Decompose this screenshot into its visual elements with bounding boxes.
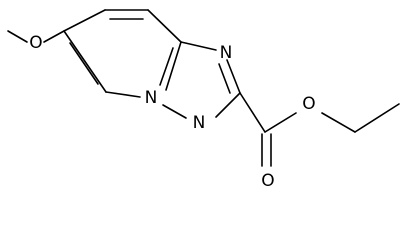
bond-c8a-n3 [180,41,217,51]
bond-ester-oxygen-ethyl [321,112,356,133]
atom-label-n-bridge: N [145,88,158,108]
bond-c2-carbonyl [239,92,266,133]
bond-ethyl [354,103,400,133]
molecule-drawing: O N N N O O [7,9,400,191]
bond-c5-c6 [63,30,107,93]
bond-c6-c7 [63,9,106,32]
bond-n1-c5 [105,91,141,98]
atom-label-o-carbonyl: O [261,171,274,191]
bond-n2-n1 [162,104,187,119]
bond-c8a-n1-inner [159,47,174,86]
atom-label-n-bottom: N [193,113,206,133]
atom-label-o-methoxy: O [29,33,42,53]
bond-carbonyl-ester-oxygen [264,112,297,133]
atom-label-n-top: N [220,43,233,63]
bond-n3-c2 [226,59,241,94]
bond-n3-c2-inner [218,63,231,94]
bond-oxygen-ring [43,30,65,43]
bond-c2-n2 [215,92,241,118]
bond-c8-c8a [147,9,182,43]
bond-c8a-n1 [165,41,182,91]
atom-label-o-ester: O [302,94,315,114]
structure-diagram: O N N N O O [7,9,400,191]
bond-c5-c6-inner [69,42,99,85]
bond-methyl-oxygen [7,30,28,43]
